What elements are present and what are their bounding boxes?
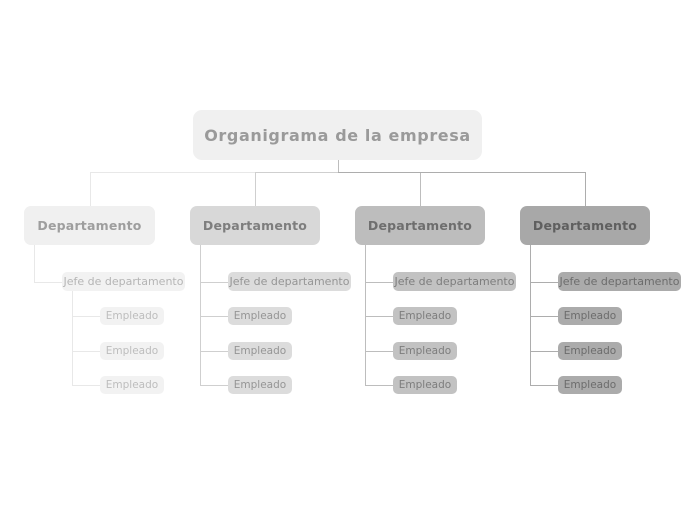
employee-node-3-1[interactable]: Empleado [393,307,457,325]
department-node-4[interactable]: Departamento [520,206,650,245]
connector-line-vertical [365,282,366,385]
boss-node-2[interactable]: Jefe de departamento [228,272,351,291]
connector-line-horizontal [338,172,585,173]
org-chart-title: Organigrama de la empresa [193,110,482,160]
department-node-3[interactable]: Departamento [355,206,485,245]
employee-node-3-3[interactable]: Empleado [393,376,457,394]
connector-line-horizontal [530,282,558,283]
employee-node-2-2[interactable]: Empleado [228,342,292,360]
connector-line-horizontal [200,351,228,352]
connector-line-horizontal [90,172,338,173]
connector-line-vertical [34,245,35,282]
connector-line-horizontal [530,385,558,386]
connector-line-horizontal [530,316,558,317]
connector-line-horizontal [72,316,100,317]
connector-line-horizontal [200,316,228,317]
employee-node-1-2[interactable]: Empleado [100,342,164,360]
connector-line-horizontal [255,172,338,173]
connector-line-horizontal [34,282,62,283]
connector-line-vertical [530,282,531,385]
employee-node-3-2[interactable]: Empleado [393,342,457,360]
connector-line-vertical [255,172,256,206]
department-node-1[interactable]: Departamento [24,206,155,245]
connector-line-horizontal [365,282,393,283]
connector-line-horizontal [530,351,558,352]
connector-line-horizontal [200,385,228,386]
connector-line-vertical [338,160,339,172]
employee-node-2-3[interactable]: Empleado [228,376,292,394]
employee-node-4-3[interactable]: Empleado [558,376,622,394]
connector-line-vertical [530,245,531,282]
boss-node-4[interactable]: Jefe de departamento [558,272,681,291]
connector-line-vertical [585,172,586,206]
connector-line-horizontal [365,385,393,386]
connector-line-vertical [365,245,366,282]
employee-node-1-3[interactable]: Empleado [100,376,164,394]
connector-line-horizontal [200,282,228,283]
connector-line-vertical [420,172,421,206]
connector-line-horizontal [72,385,100,386]
connector-line-horizontal [72,351,100,352]
connector-line-vertical [72,291,73,385]
employee-node-4-2[interactable]: Empleado [558,342,622,360]
boss-node-1[interactable]: Jefe de departamento [62,272,185,291]
department-node-2[interactable]: Departamento [190,206,320,245]
boss-node-3[interactable]: Jefe de departamento [393,272,516,291]
employee-node-1-1[interactable]: Empleado [100,307,164,325]
employee-node-2-1[interactable]: Empleado [228,307,292,325]
connector-line-horizontal [365,351,393,352]
connector-line-horizontal [365,316,393,317]
employee-node-4-1[interactable]: Empleado [558,307,622,325]
connector-line-vertical [90,172,91,206]
connector-line-vertical [200,282,201,385]
connector-line-vertical [200,245,201,282]
